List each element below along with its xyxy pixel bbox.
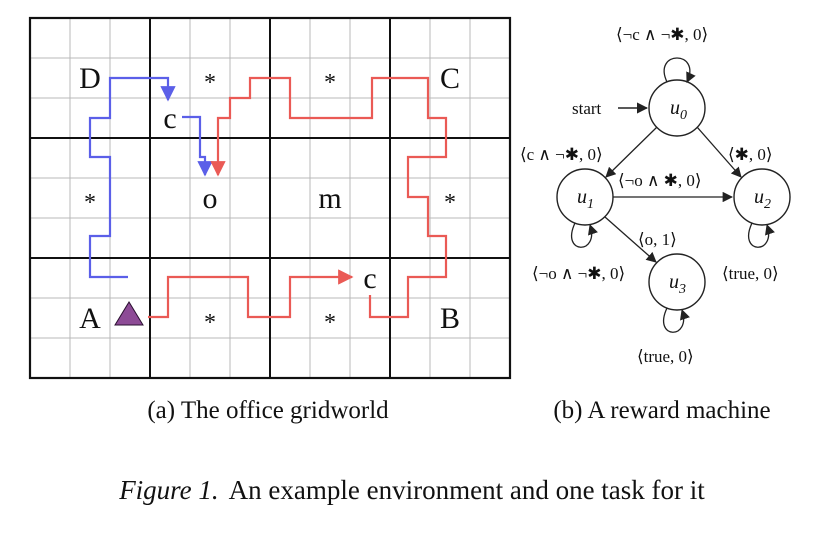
label-u1-u2: ⟨¬o ∧ ✱, 0⟩ [618, 171, 702, 190]
edge-u1-u3 [604, 216, 657, 263]
label-u2-self: ⟨true, 0⟩ [722, 264, 779, 283]
edge-u0-u2 [696, 126, 742, 178]
label-u1-u3: ⟨o, 1⟩ [638, 230, 677, 249]
red-trajectory-1 [148, 269, 354, 319]
figure-caption: Figure 1.An example environment and one … [118, 475, 705, 505]
label-u0-self: ⟨¬c ∧ ¬✱, 0⟩ [616, 25, 708, 44]
cell-labels: D C A B * * * * * * c o m c [79, 62, 460, 336]
cell-label-star-2: * [324, 70, 336, 96]
blue-trajectory-2 [182, 115, 213, 177]
cell-label-star-4: * [444, 190, 456, 216]
cell-label-B: B [440, 302, 460, 335]
cell-label-office: o [203, 182, 218, 215]
blue-trajectory [88, 76, 176, 279]
label-u1-self: ⟨¬o ∧ ¬✱, 0⟩ [532, 264, 625, 283]
svg-text:u3: u3 [669, 271, 686, 297]
state-u2: u2 [733, 168, 791, 226]
red-trajectory-2 [210, 76, 448, 319]
state-u3: u3 [648, 253, 706, 311]
svg-text:u2: u2 [754, 186, 771, 212]
start-label: start [572, 99, 602, 118]
state-u0: u0 [648, 79, 706, 137]
label-u0-u2: ⟨✱, 0⟩ [728, 145, 773, 164]
label-u0-u1: ⟨c ∧ ¬✱, 0⟩ [520, 145, 603, 164]
reward-machine: start u0 u1 u2 u3 ⟨¬c ∧ ¬✱, 0⟩ ⟨c ∧ ¬ [520, 25, 791, 366]
cell-label-D: D [79, 62, 101, 95]
grid-border [28, 16, 512, 380]
edge-u0-u1 [605, 126, 658, 178]
label-u3-self: ⟨true, 0⟩ [637, 347, 694, 366]
svg-text:u1: u1 [577, 186, 594, 212]
cell-label-mail: m [318, 182, 341, 215]
subcaption-a: (a) The office gridworld [147, 397, 389, 424]
edge-u1-self [570, 222, 598, 248]
cell-label-star-3: * [84, 190, 96, 216]
edge-u2-self [747, 222, 775, 248]
office-gridworld: D C A B * * * * * * c o m c [28, 16, 512, 380]
cell-label-star-1: * [204, 70, 216, 96]
state-u1: u1 [556, 168, 614, 226]
cell-label-C: C [440, 62, 460, 95]
subcaption-b: (b) A reward machine [553, 397, 770, 424]
edge-u0-self [663, 57, 696, 83]
cell-label-star-6: * [324, 310, 336, 336]
cell-label-A: A [79, 302, 101, 335]
edge-u3-self [662, 307, 690, 333]
cell-label-coffee-1: c [163, 102, 176, 135]
agent-triangle-icon [114, 301, 144, 326]
cell-label-star-5: * [204, 310, 216, 336]
grid-lines [28, 16, 512, 380]
svg-text:u0: u0 [670, 97, 687, 123]
cell-label-coffee-2: c [363, 262, 376, 295]
